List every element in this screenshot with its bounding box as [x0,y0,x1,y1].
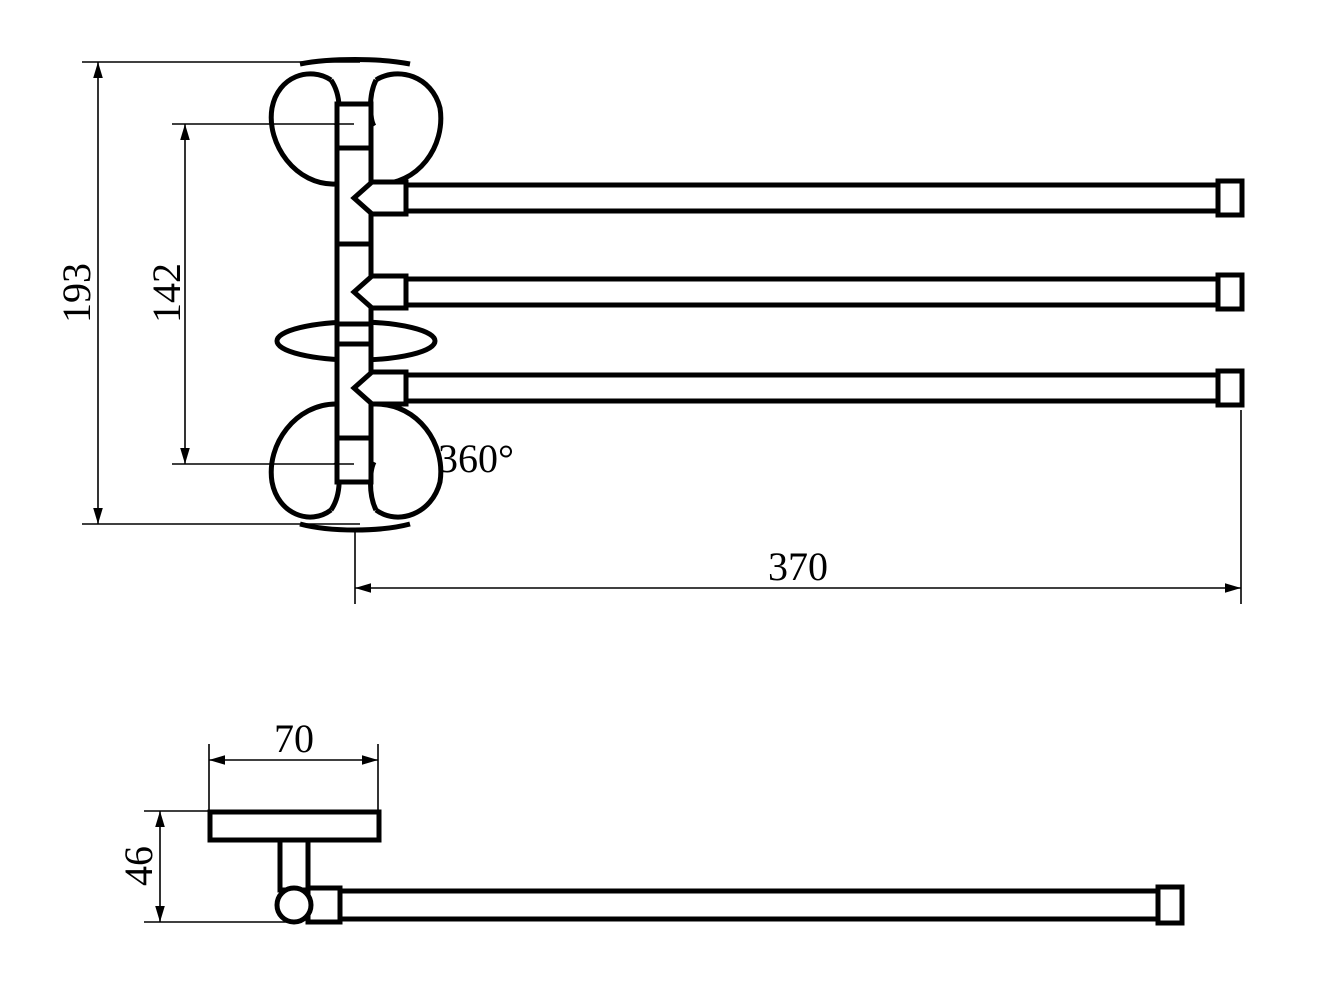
front-arm-bar-2 [402,276,1221,308]
rotation-label: 360° [438,436,514,481]
dimension-46-label: 46 [116,846,161,886]
wall-base-plate [207,809,382,843]
support-post [277,837,311,893]
front-arms [350,178,1245,408]
dimension-46: 46 [116,810,290,923]
dimension-193: 193 [54,61,360,525]
dimension-142: 142 [144,123,354,465]
front-arm-end-cap-1 [1215,178,1245,218]
dimension-193-label: 193 [54,263,99,323]
front-arm-hinge-2 [350,273,409,311]
front-arm-hinge-3 [350,369,409,407]
dimension-142-label: 142 [144,263,189,323]
dimension-70-label: 70 [274,716,314,761]
dimension-70: 70 [208,716,379,812]
dimension-370: 370 [354,410,1242,604]
top-view: 70 46 [116,716,1185,926]
top-arm-end-cap [1155,884,1185,926]
front-view: 193 142 360° 370 [54,57,1245,604]
top-arm-bar [337,888,1161,922]
front-arm-bar-1 [402,182,1221,214]
front-arm-end-cap-3 [1215,368,1245,408]
dimension-370-label: 370 [768,544,828,589]
pivot-joint [274,885,314,925]
front-arm-hinge-1 [350,179,409,217]
front-arm-bar-3 [402,372,1221,404]
front-arm-end-cap-2 [1215,272,1245,312]
